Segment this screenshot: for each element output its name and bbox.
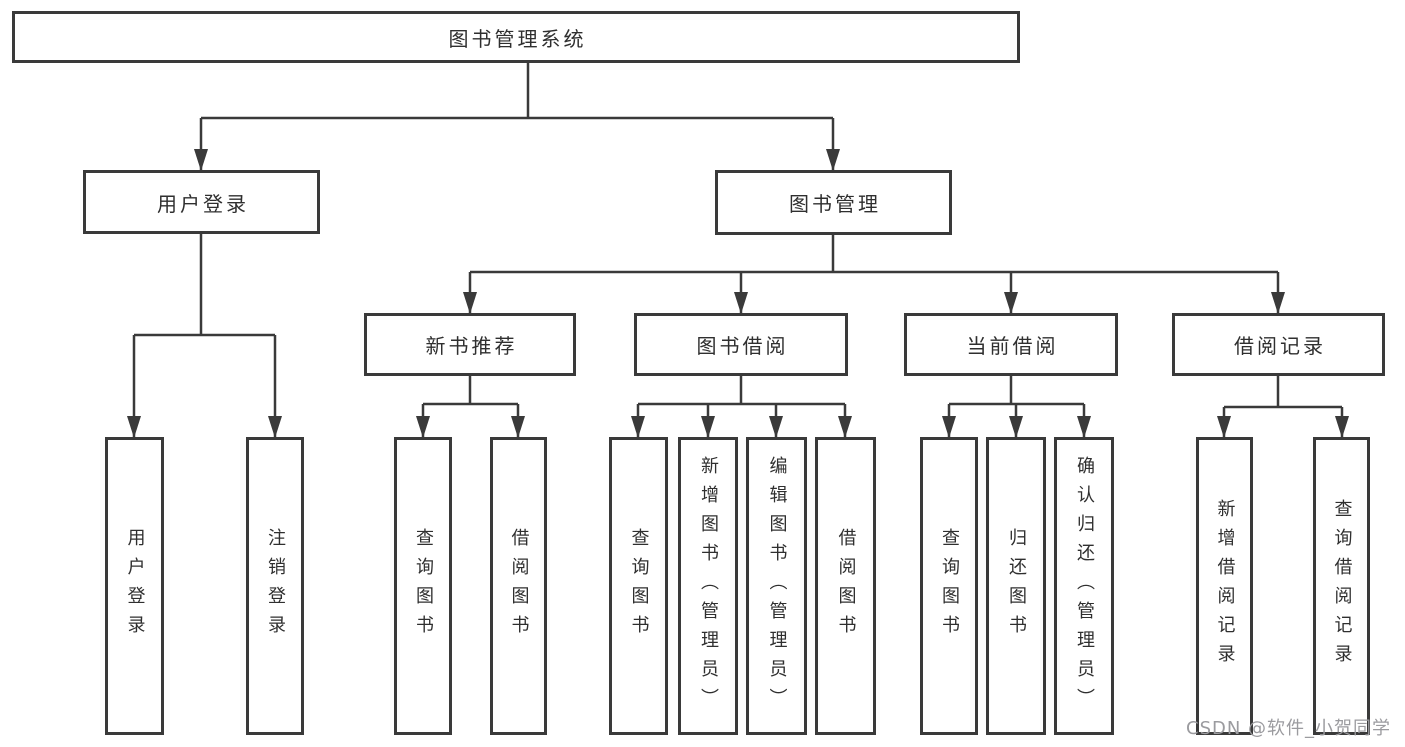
node-current-borrow: 当前借阅 <box>904 313 1118 376</box>
node-label: 确认归还（管理员） <box>1074 455 1095 717</box>
leaf-borrow-books: 借阅图书 <box>815 437 876 735</box>
node-label: 查询借阅记录 <box>1331 499 1353 673</box>
node-label: 图书管理 <box>789 192 881 216</box>
leaf-query-borrow-record: 查询借阅记录 <box>1313 437 1370 735</box>
csdn-watermark: CSDN @软件_小贺同学 <box>1186 718 1392 739</box>
leaf-query-books-recommend: 查询图书 <box>394 437 452 735</box>
node-library-management-system: 图书管理系统 <box>12 11 1020 63</box>
node-label: 图书管理系统 <box>448 26 587 51</box>
node-borrow-records: 借阅记录 <box>1172 313 1385 376</box>
node-label: 借阅记录 <box>1234 334 1326 358</box>
node-label: 编辑图书（管理员） <box>766 455 788 717</box>
node-label: 新增借阅记录 <box>1214 499 1236 673</box>
leaf-confirm-return-admin: 确认归还（管理员） <box>1054 437 1114 735</box>
node-label: 图书借阅 <box>696 334 789 358</box>
node-label: 借阅图书 <box>835 528 857 644</box>
node-label: 查询图书 <box>939 528 960 644</box>
leaf-logout: 注销登录 <box>246 437 304 735</box>
leaf-add-book-admin: 新增图书（管理员） <box>678 437 738 735</box>
node-user-login: 用户登录 <box>83 170 320 234</box>
node-label: 归还图书 <box>1006 528 1027 644</box>
leaf-user-login: 用户登录 <box>105 437 164 735</box>
leaf-query-books-current: 查询图书 <box>920 437 978 735</box>
leaf-query-books-borrow: 查询图书 <box>609 437 668 735</box>
node-label: 借阅图书 <box>508 528 530 644</box>
node-label: 用户登录 <box>157 191 249 216</box>
leaf-add-borrow-record: 新增借阅记录 <box>1196 437 1253 735</box>
leaf-borrow-books-recommend: 借阅图书 <box>490 437 547 735</box>
node-book-management: 图书管理 <box>715 170 952 235</box>
node-label: 查询图书 <box>628 528 650 644</box>
node-label: 查询图书 <box>413 528 434 644</box>
node-book-borrow: 图书借阅 <box>634 313 848 376</box>
node-new-book-recommend: 新书推荐 <box>364 313 576 376</box>
node-label: 当前借阅 <box>966 334 1059 358</box>
leaf-edit-book-admin: 编辑图书（管理员） <box>746 437 807 735</box>
leaf-return-book: 归还图书 <box>986 437 1046 735</box>
node-label: 新书推荐 <box>425 334 518 358</box>
node-label: 新增图书（管理员） <box>698 455 719 717</box>
node-label: 注销登录 <box>265 528 286 644</box>
node-label: 用户登录 <box>124 528 146 644</box>
